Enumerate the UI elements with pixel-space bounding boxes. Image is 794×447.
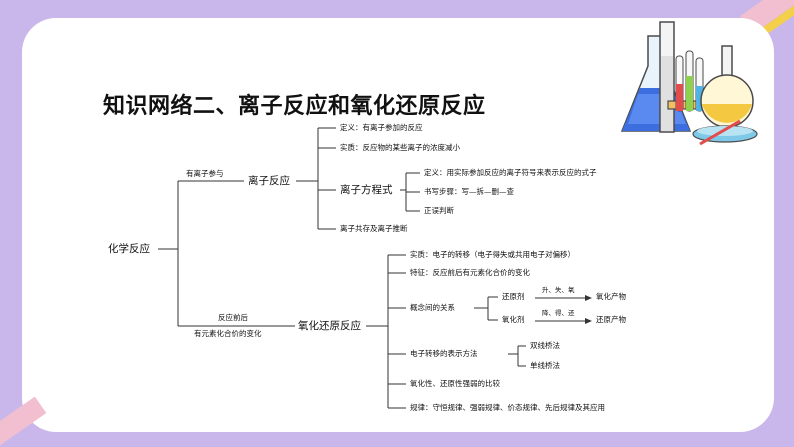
reduction-product-label: 还原产物 (596, 315, 626, 324)
ion-coexistence-inference: 离子共存及离子推断 (340, 224, 408, 233)
node-redox-reaction: 氧化还原反应 (298, 320, 361, 332)
node-ionic-reaction: 离子反应 (248, 175, 290, 187)
node-ionic-equation: 离子方程式 (340, 184, 393, 196)
edge-label-ion-participation: 有离子参与 (186, 169, 224, 178)
redox-feature: 特征：反应前后有元素化合价的变化 (410, 268, 530, 277)
redox-strength-comparison: 氧化性、还原性强弱的比较 (410, 379, 500, 388)
edge-label-before-after: 反应前后 (218, 313, 248, 322)
reductant-label: 还原剂 (502, 292, 525, 301)
reductant-arrow-label: 升、失、氧 (542, 286, 575, 294)
single-line-bridge-method: 单线桥法 (530, 361, 560, 370)
ionic-equation-writing-steps: 书写步骤：写—拆—删—查 (424, 187, 514, 196)
node-chemical-reaction: 化学反应 (108, 243, 150, 255)
ionic-reaction-essence: 实质：反应物的某些离子的浓度减小 (340, 143, 460, 152)
ionic-reaction-definition: 定义：有离子参加的反应 (340, 123, 423, 132)
page-title: 知识网络二、离子反应和氧化还原反应 (103, 94, 486, 119)
oxidant-arrow-label: 降、得、还 (542, 309, 575, 317)
ionic-equation-definition: 定义：用实际参加反应的离子符号来表示反应的式子 (424, 168, 597, 177)
oxidation-product-label: 氧化产物 (596, 292, 626, 301)
edge-label-valence-change: 有元素化合价的变化 (194, 329, 262, 338)
node-electron-transfer-methods: 电子转移的表示方法 (410, 349, 478, 358)
redox-essence: 实质：电子的转移（电子得失或共用电子对偏移） (410, 250, 575, 259)
node-concept-relations: 概念间的关系 (410, 303, 455, 312)
ionic-equation-judgement: 正误判断 (424, 206, 454, 215)
redox-rules: 规律：守恒规律、强弱规律、价态规律、先后规律及其应用 (410, 403, 605, 412)
double-line-bridge-method: 双线桥法 (530, 341, 560, 350)
oxidant-label: 氧化剂 (502, 315, 525, 324)
lab-glassware-illustration (620, 21, 758, 146)
